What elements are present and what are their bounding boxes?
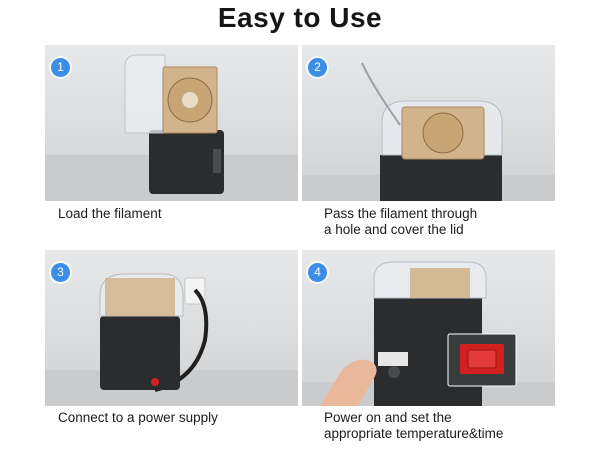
step-number-badge: 3	[51, 263, 70, 282]
step-number-badge: 4	[308, 263, 327, 282]
filament-through-lid-illustration	[302, 62, 555, 201]
step-1-caption: Load the filament	[58, 206, 162, 222]
caption-line: Power on and set the	[324, 410, 452, 425]
step-number-badge: 2	[308, 58, 327, 77]
step-1-image: 1	[45, 45, 298, 201]
caption-line: a hole and cover the lid	[324, 222, 464, 237]
step-2-image: 2	[302, 45, 555, 201]
step-4-image: 4	[302, 250, 555, 406]
caption-line: Connect to a power supply	[58, 410, 218, 425]
step-number-badge: 1	[51, 58, 70, 77]
page-title: Easy to Use	[217, 2, 383, 33]
step-3-caption: Connect to a power supply	[58, 410, 218, 426]
power-supply-illustration	[45, 273, 298, 406]
step-2-caption: Pass the filament through a hole and cov…	[324, 206, 564, 238]
step-3-image: 3	[45, 250, 298, 406]
step-4-caption: Power on and set the appropriate tempera…	[324, 410, 584, 442]
dryer-open-lid-illustration	[45, 54, 298, 201]
control-panel-illustration	[302, 261, 555, 406]
caption-line: appropriate temperature&time	[324, 426, 504, 441]
caption-line: Pass the filament through	[324, 206, 478, 221]
caption-line: Load the filament	[58, 206, 162, 221]
